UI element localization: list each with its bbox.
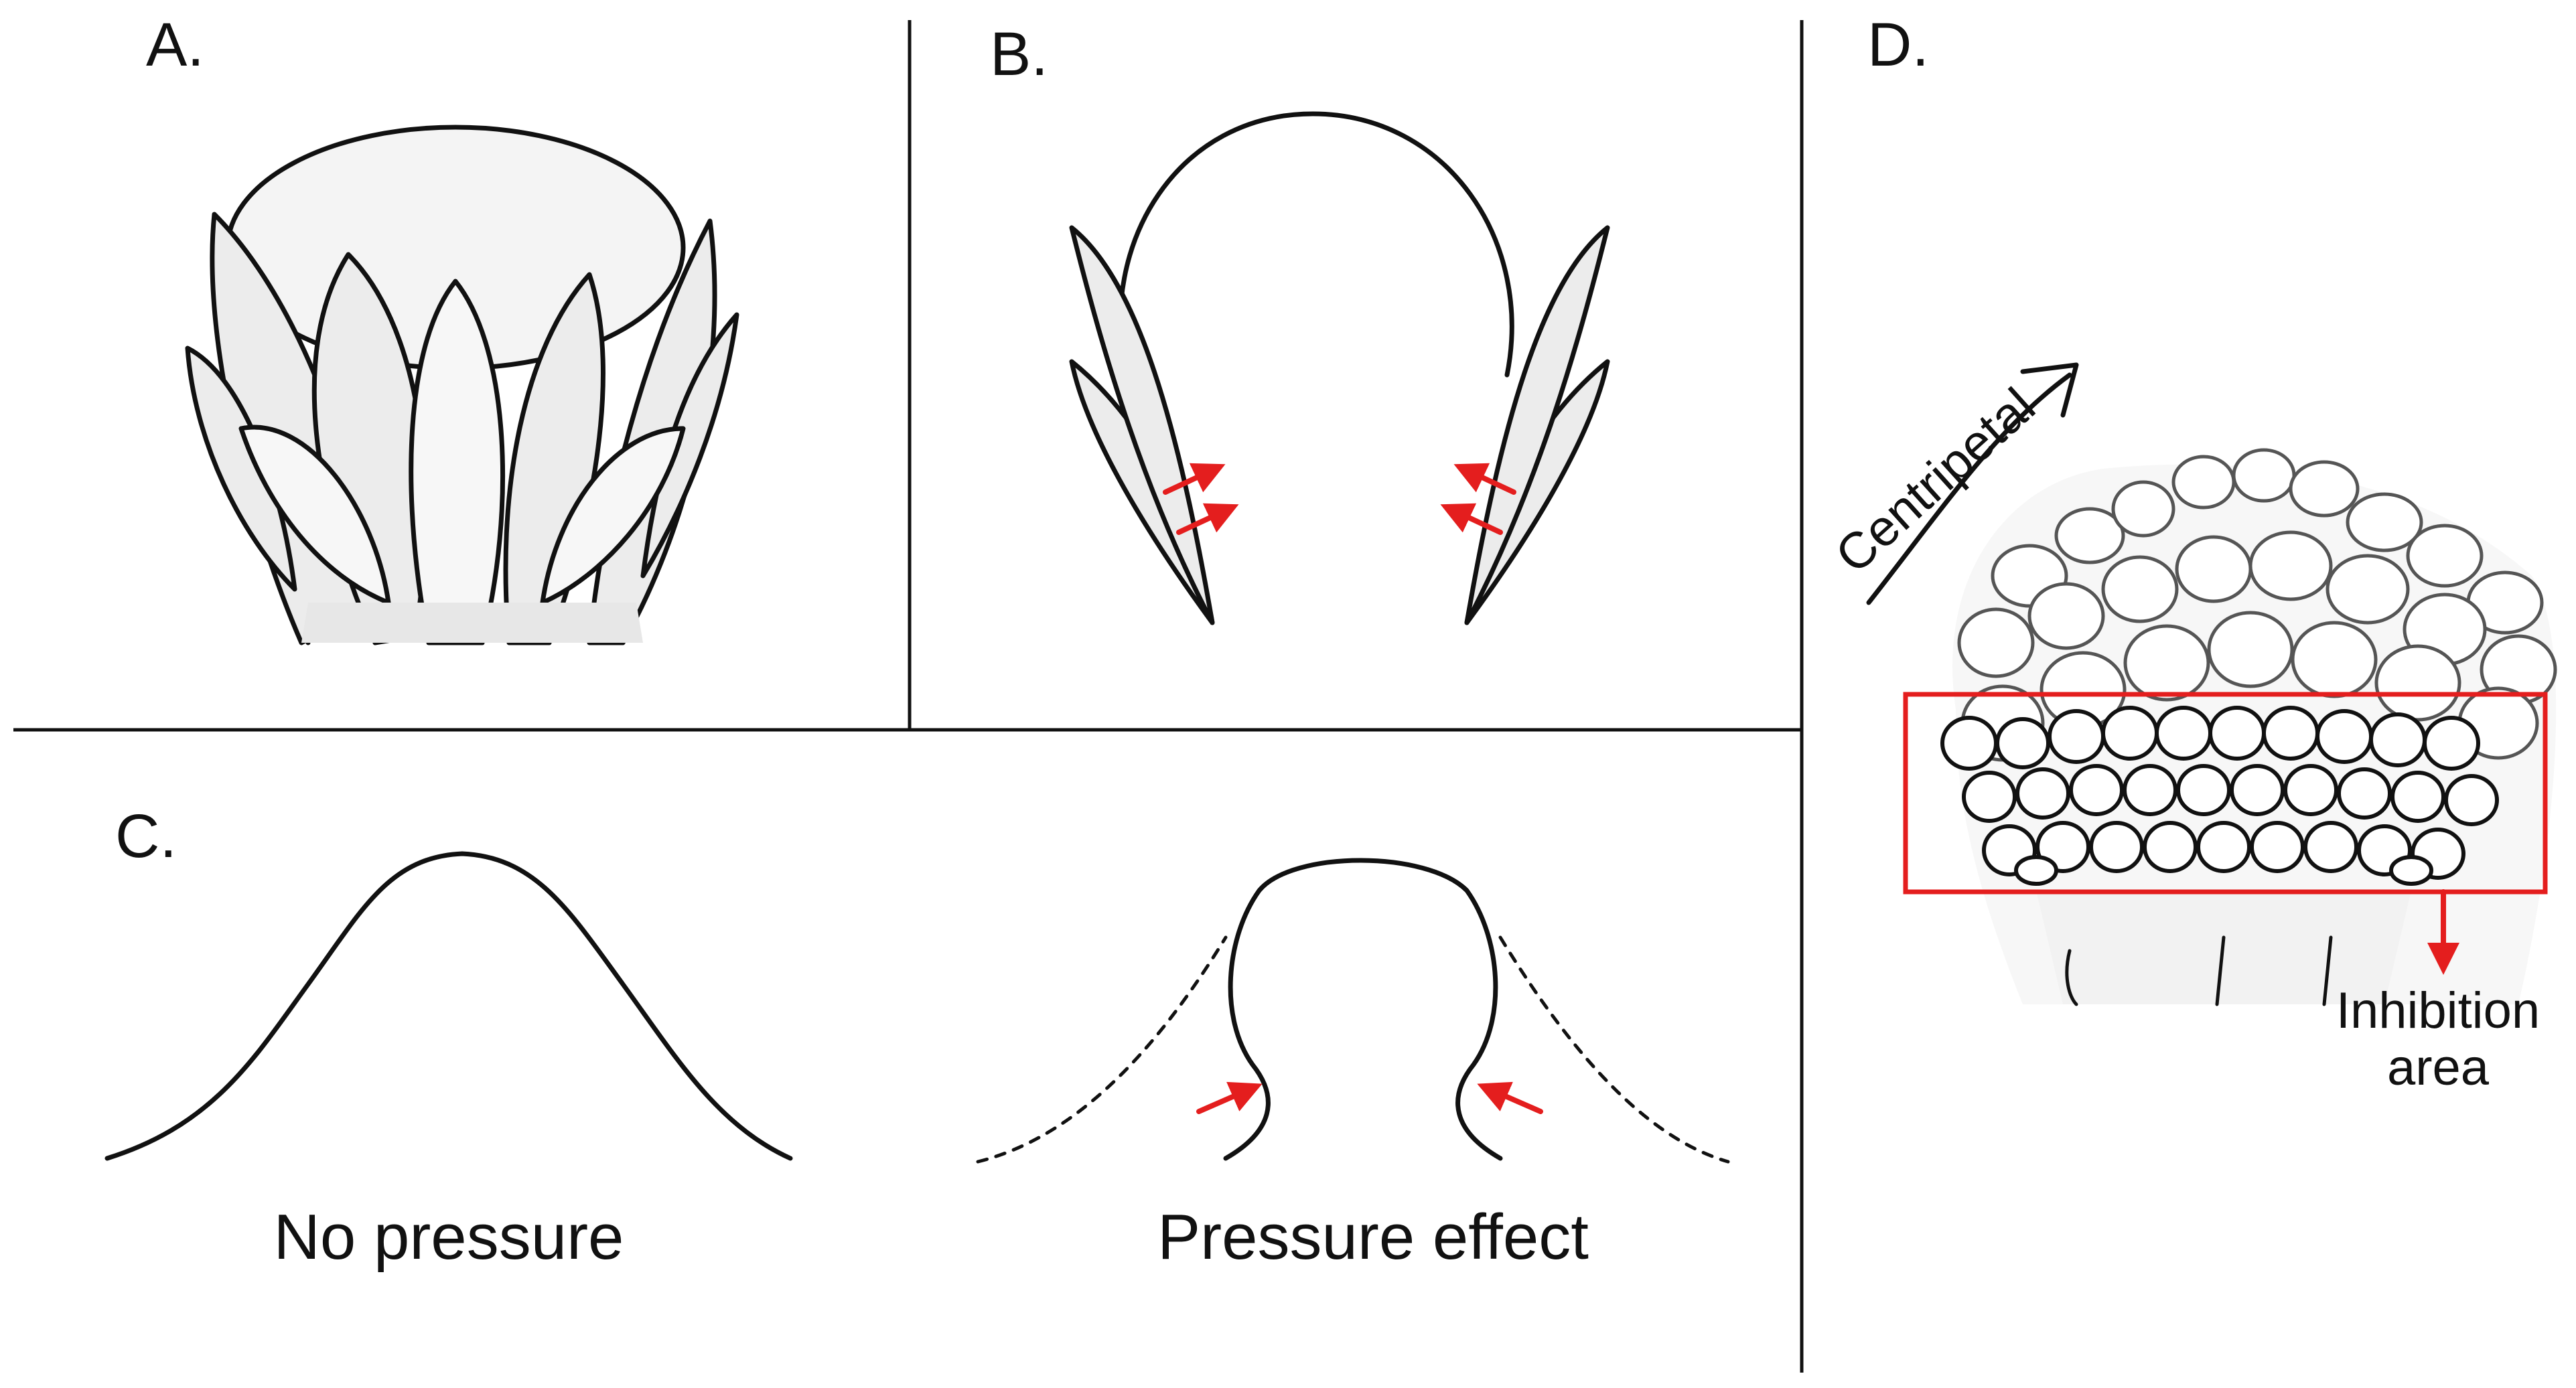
inhibition-florets <box>1940 706 2499 886</box>
pressure-arrows-c <box>1196 1081 1543 1114</box>
panel-c-letter: C. <box>115 802 177 870</box>
inhibition-label-line1: Inhibition <box>2336 982 2540 1039</box>
panel-b-letter: B. <box>990 20 1048 88</box>
receptacle-section <box>1069 111 1610 625</box>
panel-a-letter: A. <box>146 11 204 79</box>
panel-d: D. Centripetal <box>1824 11 2557 1096</box>
panel-a: A. <box>146 11 739 645</box>
capitulum-illustration <box>1940 448 2557 1006</box>
no-pressure-profile <box>104 851 793 1161</box>
panel-c: C. No pressure Pressure effect <box>104 802 1730 1273</box>
no-pressure-caption: No pressure <box>274 1201 624 1273</box>
pressure-profile <box>976 858 1730 1164</box>
pressure-effect-caption: Pressure effect <box>1157 1201 1589 1273</box>
pressure-arrows-b <box>1163 463 1516 535</box>
panel-d-letter: D. <box>1867 11 1929 79</box>
inhibition-area-box <box>1903 692 2548 895</box>
upper-florets <box>1957 448 2557 762</box>
panel-b: B. <box>990 20 1610 625</box>
panel-dividers <box>13 20 1804 1373</box>
flower-bud-illustration <box>185 125 739 645</box>
inhibition-label-line2: area <box>2387 1039 2490 1096</box>
